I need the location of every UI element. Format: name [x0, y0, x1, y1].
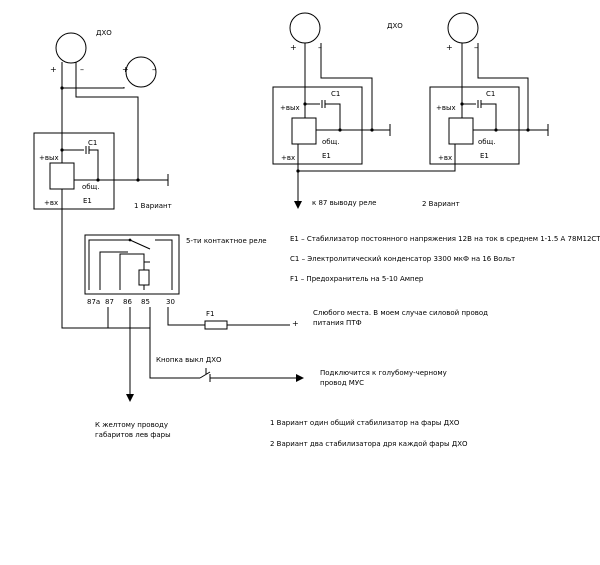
legend-e1: E1 – Стабилизатор постоянного напряжения… — [290, 235, 600, 243]
vh-label: +вх — [438, 154, 452, 162]
e1-label: E1 — [83, 197, 92, 205]
vyh-label: +вых — [436, 104, 456, 112]
relay-body — [84, 234, 180, 295]
stabilizer-e1-block — [291, 117, 317, 145]
notes: 1 Вариант один общий стабилизатор на фар… — [270, 419, 468, 448]
relay-output-label: к 87 выводу реле — [312, 199, 376, 207]
drl-lamp-icon — [55, 32, 87, 64]
yellow-wire-text: К желтому проводу — [95, 421, 168, 429]
vh-label: +вх — [44, 199, 58, 207]
minus-mark: – — [152, 65, 156, 74]
plus-mark: + — [290, 43, 297, 52]
variant-2-caption: 2 Вариант — [422, 200, 460, 208]
variant-2-circuit: ДХО + – + – +вых +вх общ. E1 C1 +вых +вх… — [272, 12, 549, 209]
stabilizer-board — [272, 86, 363, 165]
source-plus: + — [292, 319, 299, 328]
legend-c1: C1 – Электролитический конденсатор 3300 … — [290, 255, 515, 263]
yellow-wire-text: габаритов лев фары — [95, 431, 171, 439]
connect-text: Подключится к голубому-черному — [320, 369, 447, 377]
drl-lamp-icon — [447, 12, 479, 44]
e1-label: E1 — [480, 152, 489, 160]
stabilizer-board — [33, 132, 115, 210]
relay-circuit: 5-ти контактное реле 87a 87 86 85 30 F1 … — [84, 234, 488, 439]
source-text: Слюбого места. В моем случае силовой про… — [313, 309, 488, 317]
relay-pin-label: 30 — [166, 298, 175, 306]
legend: E1 – Стабилизатор постоянного напряжения… — [290, 235, 600, 283]
button-label: Кнопка выкл ДХО — [156, 356, 222, 364]
fuse-f1 — [204, 320, 228, 330]
plus-mark: + — [50, 65, 57, 74]
relay-pin-label: 87a — [87, 298, 100, 306]
variant-1-caption: 1 Вариант — [134, 202, 172, 210]
common-label: общ. — [82, 183, 99, 191]
relay-coil — [138, 269, 150, 286]
vyh-label: +вых — [280, 104, 300, 112]
c1-label: C1 — [331, 90, 340, 98]
common-label: общ. — [478, 138, 495, 146]
vh-label: +вх — [281, 154, 295, 162]
stabilizer-e1-block — [49, 162, 75, 190]
relay-pin-label: 86 — [123, 298, 132, 306]
legend-f1: F1 – Предохранитель на 5-10 Ампер — [290, 275, 424, 283]
source-text: питания ПТФ — [313, 319, 362, 327]
variant-1-circuit: ДХО + – + – +вых +вх общ. E1 C1 1 Вариан… — [33, 29, 172, 329]
stabilizer-e1-block — [448, 117, 474, 145]
e1-label: E1 — [322, 152, 331, 160]
minus-mark: – — [474, 43, 478, 52]
relay-pin-label: 87 — [105, 298, 114, 306]
c1-label: C1 — [486, 90, 495, 98]
minus-mark: – — [80, 65, 84, 74]
note-variant-1: 1 Вариант один общий стабилизатор на фар… — [270, 419, 460, 427]
relay-pin-label: 85 — [141, 298, 150, 306]
connect-text: провод МУС — [320, 379, 364, 387]
drl-lamp-icon — [289, 12, 321, 44]
plus-mark: + — [446, 43, 453, 52]
stabilizer-board — [429, 86, 520, 165]
c1-label: C1 — [88, 139, 97, 147]
drl-label: ДХО — [96, 29, 112, 37]
fuse-label: F1 — [206, 310, 214, 318]
common-label: общ. — [322, 138, 339, 146]
drl-label: ДХО — [387, 22, 403, 30]
plus-mark: + — [122, 65, 129, 74]
note-variant-2: 2 Вариант два стабилизатора дря каждой ф… — [270, 440, 468, 448]
vyh-label: +вых — [39, 154, 59, 162]
button-switch-icon — [199, 368, 300, 382]
drl-lamp-icon — [125, 56, 157, 88]
relay-caption: 5-ти контактное реле — [186, 237, 267, 245]
minus-mark: – — [318, 43, 322, 52]
